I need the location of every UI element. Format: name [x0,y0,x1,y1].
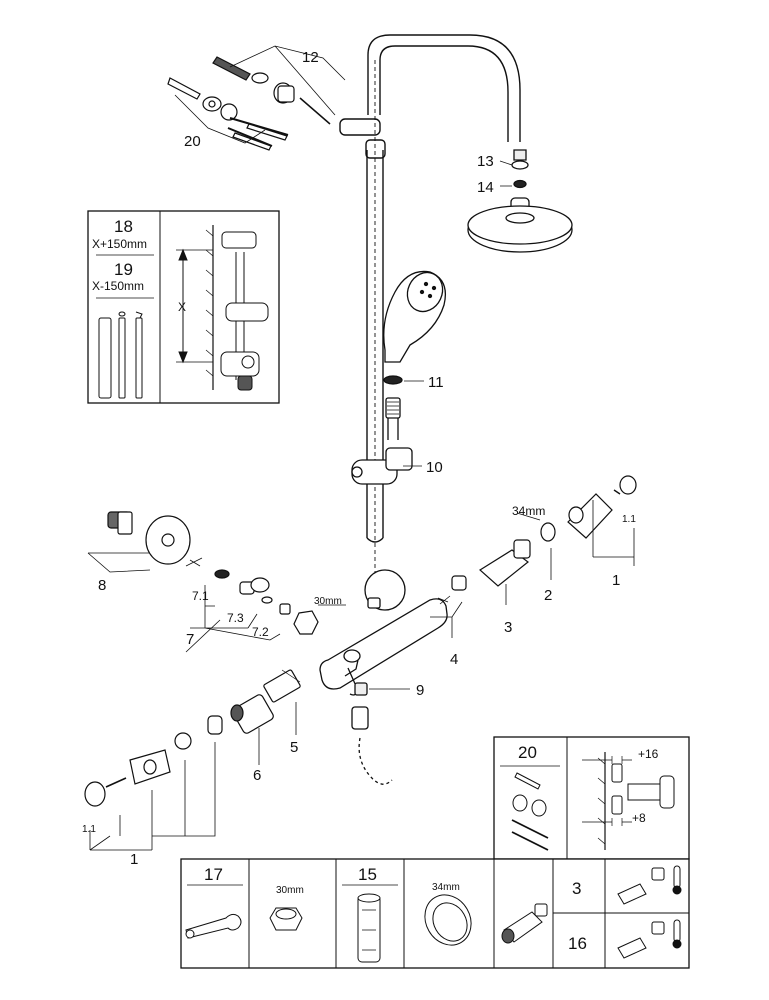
ring-icon [424,894,472,946]
part-19-label: 19 [114,260,133,279]
callout-lines-top [174,45,346,144]
wrench-size-30mm: 30mm [276,885,304,896]
part-20-label: 20 [518,743,537,762]
part-15-label: 15 [358,865,377,884]
callout-13: 13 [477,153,494,170]
slider-bracket-icon [351,447,413,485]
right-valve-parts [437,475,637,605]
callout-11: 11 [428,374,444,391]
hand-shower-icon [383,270,447,440]
thermo-cartridge-icon-16 [617,919,682,959]
callout-7-2: 7.2 [252,625,269,639]
dimension-x-label: X [178,300,186,314]
part-18-label: 18 [114,217,133,236]
nut-icon [269,907,303,931]
dim-ring-34mm: 34mm [512,504,545,518]
callout-8: 8 [98,577,106,594]
thermo-cartridge-icon-3 [617,865,682,905]
ring-size-34mm: 34mm [432,882,460,893]
callout-14: 14 [477,179,494,196]
callout-lines-right [430,500,635,638]
cartridge-icon [501,903,548,944]
callout-7-1: 7.1 [192,589,209,603]
wall-bracket [339,118,381,136]
part-19-size: X-150mm [92,279,144,293]
part-17-label: 17 [204,865,223,884]
callout-7-3: 7.3 [227,611,244,625]
callout-1-right: 1 [612,572,620,589]
wrench-icon [185,913,242,939]
shower-riser [339,34,521,596]
thermostat-mixer-icon [319,569,448,785]
offset-8-label: +8 [632,811,646,825]
shower-head-icon [467,149,573,253]
offset-16-label: +16 [638,747,659,761]
part-18-size: X+150mm [92,237,147,251]
callout-lines-center [318,160,541,690]
callout-12: 12 [302,49,319,66]
callout-4: 4 [450,651,458,668]
callout-2: 2 [544,587,552,604]
dim-nut-30mm: 30mm [314,596,342,607]
callout-20: 20 [184,133,201,150]
assembly-tool-icon [357,893,381,963]
inset-wall-offset: 20 +16 +8 [493,736,690,860]
callout-1-1-left: 1.1 [82,824,96,835]
callout-1-1-right: 1.1 [622,514,636,525]
wall-fixing-parts [167,56,331,151]
callout-lines-left [87,552,297,851]
inset-extensions: 18 X+150mm 19 X-150mm X [87,210,280,404]
callout-3: 3 [504,619,512,636]
tools-table: 17 30mm 15 34mm 3 16 [180,858,690,969]
callout-1-left: 1 [130,851,138,868]
left-valve-parts [84,511,319,807]
callout-5: 5 [290,739,298,756]
part-16-label: 16 [568,934,587,953]
callout-6: 6 [253,767,261,784]
callout-9: 9 [416,682,424,699]
part-3-label: 3 [572,879,581,898]
callout-7: 7 [186,631,194,648]
callout-10: 10 [426,459,443,476]
overhead-arm [367,34,521,142]
